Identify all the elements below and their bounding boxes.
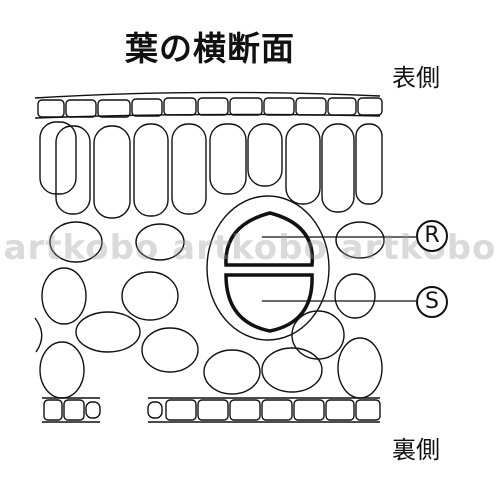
marker-s: S (416, 286, 448, 318)
lower-epidermis (42, 397, 381, 423)
top-side-label: 表側 (392, 64, 440, 92)
palisade-layer (39, 121, 383, 219)
bottom-side-label: 裏側 (392, 436, 440, 464)
diagram-title: 葉の横断面 (125, 29, 295, 68)
marker-r: R (416, 220, 448, 252)
upper-epidermis (34, 91, 383, 119)
highlighted-cell (206, 195, 330, 341)
